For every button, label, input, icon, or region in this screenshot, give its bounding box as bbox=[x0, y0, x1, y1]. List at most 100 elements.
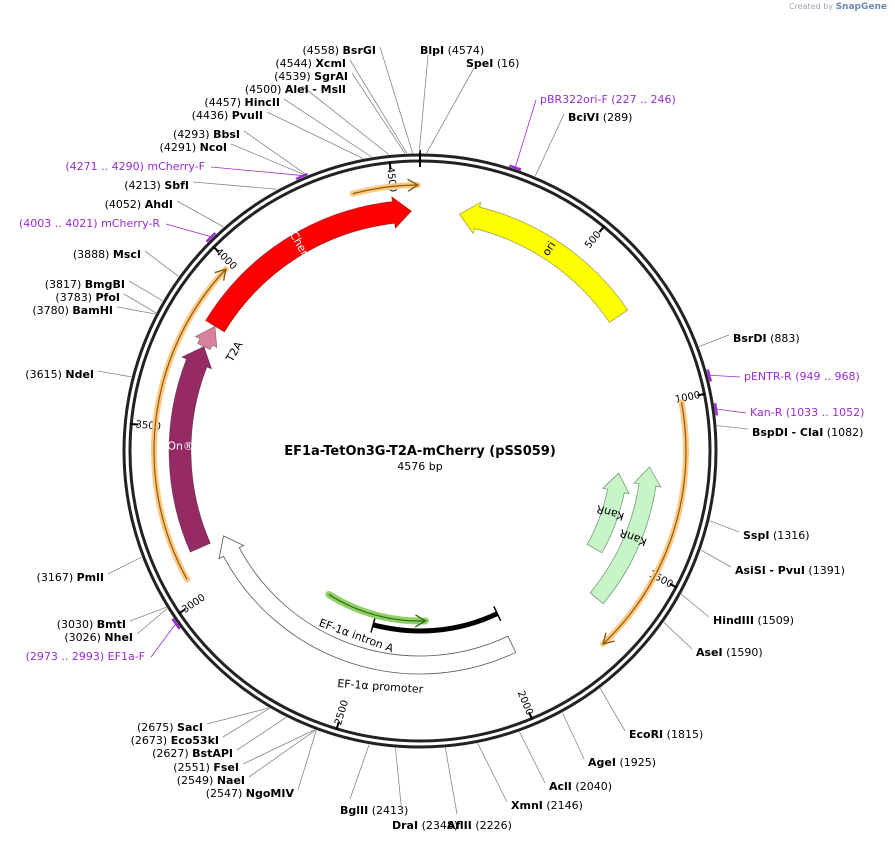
site-bsrgi: (4558) BsrGI bbox=[302, 44, 414, 154]
site-leader bbox=[681, 593, 710, 618]
site-leader bbox=[444, 747, 458, 815]
site-label: (2549) NaeI bbox=[177, 774, 245, 787]
snapgene-credit: Created by SnapGene bbox=[789, 2, 887, 12]
site-enzyme: NaeI bbox=[217, 774, 245, 787]
site-label: (2627) BstAPI bbox=[152, 747, 233, 760]
site-enzyme: XmnI bbox=[511, 799, 543, 812]
primer-binding-arc-core bbox=[602, 402, 687, 645]
site-hindiii: HindIII (1509) bbox=[681, 593, 794, 627]
site-ahdi: (4052) AhdI bbox=[105, 198, 224, 228]
primer-leader bbox=[717, 408, 747, 414]
primer-label: (2973 .. 2993) EF1a-F bbox=[26, 650, 145, 663]
site-position: (4500) bbox=[245, 83, 282, 96]
site-position: (4293) bbox=[173, 128, 210, 141]
site-enzyme: SacI bbox=[177, 721, 203, 734]
site-position: (3817) bbox=[45, 278, 82, 291]
site-enzyme: BamHI bbox=[72, 304, 113, 317]
mcherry-arrow bbox=[205, 195, 413, 333]
site-leader bbox=[128, 280, 163, 302]
site-ncoi: (4291) NcoI bbox=[160, 141, 307, 176]
site-position: (1815) bbox=[667, 728, 704, 741]
site-enzyme: Eco53kI bbox=[171, 734, 219, 747]
site-position: (2551) bbox=[173, 761, 210, 774]
site-leader bbox=[301, 85, 390, 155]
site-label: AclI (2040) bbox=[549, 780, 612, 793]
primer-binding-arc-core bbox=[352, 184, 418, 195]
primer-mcherry-r: (4003 .. 4021) mCherry-R bbox=[19, 217, 217, 243]
primer-mark bbox=[205, 232, 217, 243]
primer-label: (4271 .. 4290) mCherry-F bbox=[65, 160, 205, 173]
site-enzyme: HindIII bbox=[713, 614, 754, 627]
site-label: BspDI - ClaI (1082) bbox=[752, 426, 863, 439]
site-leader bbox=[349, 744, 370, 800]
site-position: (1925) bbox=[619, 756, 656, 769]
tick-mark bbox=[335, 721, 340, 731]
plasmid-length: 4576 bp bbox=[397, 460, 442, 473]
t2a-label: T2A bbox=[223, 339, 246, 365]
primer-name: mCherry-R bbox=[101, 217, 160, 230]
site-sspi: SspI (1316) bbox=[709, 520, 810, 542]
site-position: (4574) bbox=[448, 44, 485, 57]
site-enzyme: NdeI bbox=[65, 368, 94, 381]
site-label: BsrDI (883) bbox=[733, 332, 800, 345]
site-leader bbox=[97, 370, 132, 378]
site-leader bbox=[351, 72, 406, 154]
site-label: SpeI (16) bbox=[466, 57, 519, 70]
site-position: (2413) bbox=[372, 804, 409, 817]
tick-label: 1000 bbox=[674, 390, 701, 406]
ori-arrow bbox=[458, 201, 629, 324]
site-position: (2226) bbox=[475, 819, 512, 832]
primer-pbr322ori-f: pBR322ori-F (227 .. 246) bbox=[508, 93, 676, 171]
primer-range: (227 .. 246) bbox=[611, 93, 676, 106]
primer-name: Kan-R bbox=[750, 406, 783, 419]
site-label: (4539) SgrAI bbox=[274, 70, 348, 83]
site-label: XmnI (2146) bbox=[511, 799, 583, 812]
site-enzyme: MscI bbox=[113, 248, 141, 261]
primer-label: Kan-R (1033 .. 1052) bbox=[750, 406, 864, 419]
site-asei: AseI (1590) bbox=[663, 622, 763, 659]
site-position: (4539) bbox=[274, 70, 311, 83]
site-bspdi: BspDI - ClaI (1082) bbox=[716, 425, 863, 439]
site-nhei: (3026) NheI bbox=[64, 608, 168, 644]
site-label: AseI (1590) bbox=[696, 646, 763, 659]
tet-on-3g-arrow bbox=[168, 345, 213, 553]
tick-mark bbox=[669, 583, 678, 589]
site-label: (4052) AhdI bbox=[105, 198, 173, 211]
site-leader bbox=[698, 334, 730, 347]
primer-label: pENTR-R (949 .. 968) bbox=[744, 370, 860, 383]
primer-pentr-r: pENTR-R (949 .. 968) bbox=[706, 369, 860, 383]
site-position: (2549) bbox=[177, 774, 214, 787]
site-label: (4544) XcmI bbox=[275, 57, 346, 70]
site-enzyme: SgrAI bbox=[314, 70, 348, 83]
site-leader bbox=[349, 59, 408, 154]
site-position: (16) bbox=[497, 57, 520, 70]
site-xcmi: (4544) XcmI bbox=[275, 57, 408, 154]
site-pfoi: (3783) PfoI bbox=[55, 291, 157, 314]
site-position: (4291) bbox=[160, 141, 197, 154]
site-label: (3888) MscI bbox=[73, 248, 141, 261]
site-enzyme: BstAPI bbox=[192, 747, 233, 760]
site-agei: AgeI (1925) bbox=[562, 712, 656, 769]
tick-mark bbox=[528, 711, 534, 720]
site-enzyme: BmtI bbox=[97, 618, 126, 631]
primer-name: EF1a-F bbox=[108, 650, 145, 663]
site-enzyme: PmlI bbox=[77, 571, 104, 584]
site-enzyme: HincII bbox=[244, 96, 280, 109]
site-blpi: BlpI (4574) bbox=[418, 44, 485, 154]
site-position: (2348) bbox=[422, 819, 459, 832]
site-leader bbox=[248, 729, 316, 778]
site-label: (4293) BbsI bbox=[173, 128, 240, 141]
site-naei: (2549) NaeI bbox=[177, 729, 316, 787]
site-leader bbox=[562, 712, 585, 760]
site-bglii: BglII (2413) bbox=[340, 744, 409, 817]
site-bmgbi: (3817) BmgBI bbox=[45, 278, 163, 302]
primer-mark bbox=[713, 402, 719, 416]
site-asisi: AsiSI - PvuI (1391) bbox=[700, 549, 845, 577]
site-leader bbox=[534, 113, 565, 177]
site-enzyme: BlpI bbox=[420, 44, 444, 57]
promoter-region-core bbox=[328, 594, 426, 622]
site-position: (1082) bbox=[827, 426, 864, 439]
site-leader bbox=[129, 606, 167, 622]
site-position: (2673) bbox=[131, 734, 168, 747]
